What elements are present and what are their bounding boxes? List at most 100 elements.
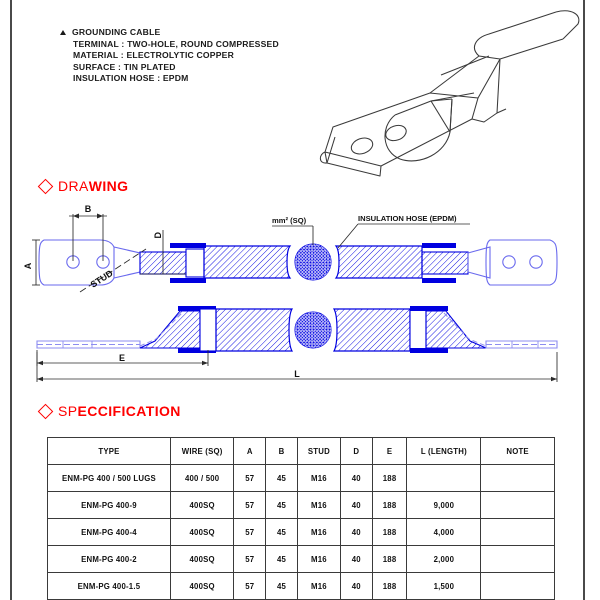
dimension-a-label: A [23,262,33,269]
cell-wire: 400SQ [169,518,235,546]
table-header-row: TYPE WIRE (SQ) A B STUD D E L (LENGTH) N… [47,437,555,465]
cell-type: ENM-PG 400-1.5 [47,572,171,600]
spec-line-terminal: TERMINAL : TWO-HOLE, ROUND COMPRESSED [73,38,279,49]
table-row: ENM-PG 400-4 400SQ 57 45 M16 40 188 4,00… [47,518,555,546]
cell-a: 57 [233,518,267,546]
dimension-d-label: D [153,232,163,239]
dimension-e-label: E [119,353,125,363]
cell-l: 1,500 [406,572,482,600]
wire-cross-section [294,243,332,281]
drawing-upper-view: A B D STUD [23,204,558,293]
insulation-hose-right [334,245,423,279]
cell-d: 40 [339,572,373,600]
cell-l: 9,000 [406,491,482,519]
cell-stud: M16 [296,545,341,573]
cell-stud: M16 [296,464,341,492]
cell-e: 188 [371,491,408,519]
insulation-hose-leader [337,223,470,249]
dimension-b-label: B [85,204,92,214]
spec-line-surface: SURFACE : TIN PLATED [73,61,176,72]
col-header-note: NOTE [480,437,555,465]
lower-insulation-hose-left [215,308,294,352]
cell-b: 45 [265,545,298,573]
cell-b: 45 [265,491,298,519]
lower-right-barrel [409,306,487,353]
dimension-d [140,230,186,275]
drawing-lower-view: E L [36,306,558,382]
wire-area-label: mm² (SQ) [272,216,307,225]
lower-insulation-hose-right [332,308,411,352]
lower-left-pad [36,340,141,349]
stud-label: STUD [89,268,115,290]
section-heading-specification: SPECCIFICATION [37,403,181,420]
lower-right-pad [485,340,558,349]
cell-l [406,464,482,492]
cell-wire: 400 / 500 [169,464,235,492]
cell-a: 57 [233,545,267,573]
col-header-wire: WIRE (SQ) [169,437,235,465]
cell-type: ENM-PG 400 / 500 LUGS [47,464,171,492]
col-header-l: L (LENGTH) [406,437,482,465]
table-row: ENM-PG 400 / 500 LUGS 400 / 500 57 45 M1… [47,464,555,492]
stud-leader-line [79,248,147,293]
section-drawing-label-a: DRA [58,178,89,194]
table-row: ENM-PG 400-2 400SQ 57 45 M16 40 188 2,00… [47,545,555,573]
specification-table: TYPE WIRE (SQ) A B STUD D E L (LENGTH) N… [47,437,555,600]
cell-stud: M16 [296,572,341,600]
cell-a: 57 [233,491,267,519]
cell-d: 40 [339,464,373,492]
col-header-d: D [339,437,373,465]
section-spec-label-a: SP [58,403,78,419]
cell-note [480,572,555,600]
col-header-stud: STUD [296,437,341,465]
dimension-a [32,239,40,286]
isometric-lug-illustration [319,10,580,177]
lower-left-barrel [139,306,217,353]
cell-wire: 400SQ [169,545,235,573]
col-header-a: A [233,437,267,465]
spec-line-insulation: INSULATION HOSE : EPDM [73,73,189,84]
cell-note [480,518,555,546]
cell-type: ENM-PG 400-4 [47,518,171,546]
cell-type: ENM-PG 400-9 [47,491,171,519]
section-drawing-label-b: WING [88,178,129,194]
cell-l: 4,000 [406,518,482,546]
product-title-row: GROUNDING CABLE [60,27,279,39]
col-header-b: B [265,437,298,465]
cell-e: 188 [371,518,408,546]
section-spec-label-b: ECCIFICATION [77,403,181,419]
cell-note [480,464,555,492]
cell-d: 40 [339,518,373,546]
wire-area-leader [272,225,314,245]
cell-b: 45 [265,518,298,546]
left-crimp-barrel [139,243,206,283]
cell-l: 2,000 [406,545,482,573]
cell-b: 45 [265,572,298,600]
col-header-type: TYPE [47,437,171,465]
cell-wire: 400SQ [169,491,235,519]
right-crimp-barrel [421,243,469,283]
cell-type: ENM-PG 400-2 [47,545,171,573]
cell-note [480,491,555,519]
cell-note [480,545,555,573]
product-title: GROUNDING CABLE [72,27,161,37]
lower-wire-cross-section [294,311,332,349]
cell-e: 188 [371,545,408,573]
right-terminal-lug [467,239,558,286]
table-row: ENM-PG 400-9 400SQ 57 45 M16 40 188 9,00… [47,491,555,519]
product-description-block: GROUNDING CABLE TERMINAL : TWO-HOLE, ROU… [60,27,279,85]
section-heading-drawing: DRAWING [37,178,129,195]
dimension-l [36,352,558,382]
cell-d: 40 [339,545,373,573]
cell-a: 57 [233,572,267,600]
dimension-l-label: L [294,369,300,379]
insulation-hose-left [203,245,292,279]
cell-d: 40 [339,491,373,519]
cell-stud: M16 [296,518,341,546]
cell-a: 57 [233,464,267,492]
cell-wire: 400SQ [169,572,235,600]
table-row: ENM-PG 400-1.5 400SQ 57 45 M16 40 188 1,… [47,572,555,600]
dimension-b [69,213,107,261]
